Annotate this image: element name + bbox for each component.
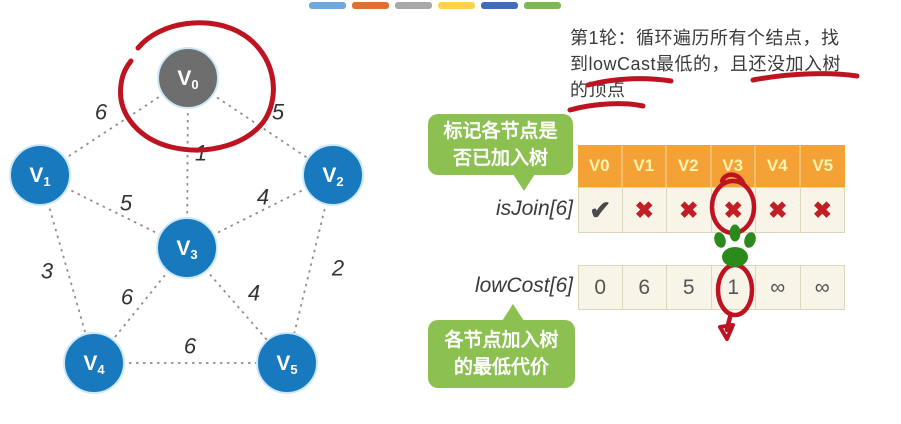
- lowcost-cell-v0: 0: [578, 265, 623, 310]
- top-bars: [309, 2, 561, 9]
- header-cell-v0: V0: [578, 145, 623, 187]
- edge-weight-label: 6: [121, 285, 134, 310]
- graph-edge: [286, 174, 334, 364]
- color-bar: [395, 2, 432, 9]
- isjoin-table-row: ✔✖✖✖✖✖: [578, 187, 845, 233]
- lowcost-cell-v5: ∞: [800, 265, 845, 310]
- callout-isjoin-line-1: 标记各节点是: [443, 120, 558, 142]
- lowcost-cell-v2: 5: [667, 265, 712, 310]
- red-circle-lowcost-tail: [724, 311, 734, 333]
- graph-node-v4: [63, 332, 125, 394]
- graph-node-label-v2: V2: [322, 164, 343, 189]
- graph-node-v2: [302, 144, 364, 206]
- graph-node-v5: [256, 332, 318, 394]
- header-cell-v4: V4: [756, 145, 801, 187]
- edge-weight-label: 5: [272, 100, 285, 125]
- color-bar: [309, 2, 346, 9]
- edge-weight-label: 1: [195, 141, 207, 166]
- isjoin-cell-v2: ✖: [667, 187, 712, 233]
- lowcost-cell-v4: ∞: [756, 265, 801, 310]
- note-text: 第1轮：循环遍历所有个结点，找 到lowCast最低的，且还没加入树 的顶点: [570, 25, 880, 103]
- graph-node-label-v1: V1: [29, 164, 50, 189]
- edge-weight-label: 4: [257, 185, 269, 210]
- color-bar: [524, 2, 561, 9]
- callout-isjoin: 标记各节点是 否已加入树: [428, 114, 573, 191]
- isjoin-array-label: isJoin[6]: [495, 197, 573, 220]
- color-bar: [352, 2, 389, 9]
- callout-tail-icon: [502, 304, 524, 321]
- isjoin-cell-v3: ✖: [711, 187, 756, 233]
- graph-node-v1: [9, 144, 71, 206]
- lowcost-cell-v3: 1: [711, 265, 756, 310]
- callout-lowcost: 各节点加入树 的最低代价: [428, 304, 575, 388]
- graph-edge: [39, 174, 95, 364]
- edge-weight-label: 6: [95, 100, 108, 125]
- edge-weight-label: 2: [331, 256, 344, 281]
- callout-lowcost-line-1: 各节点加入树: [444, 330, 559, 351]
- graph-node-label-v5: V5: [276, 352, 297, 377]
- header-cell-v1: V1: [622, 145, 667, 187]
- header-cell-v5: V5: [800, 145, 845, 187]
- isjoin-cell-v5: ✖: [800, 187, 845, 233]
- isjoin-cell-v0: ✔: [578, 187, 623, 233]
- isjoin-cell-v1: ✖: [622, 187, 667, 233]
- header-cell-v2: V2: [667, 145, 712, 187]
- color-bar: [438, 2, 475, 9]
- red-underline-vertex: [567, 101, 646, 113]
- edge-weight-label: 3: [41, 259, 54, 284]
- isjoin-cell-v4: ✖: [756, 187, 801, 233]
- callout-lowcost-line-2: 的最低代价: [453, 357, 549, 378]
- note-line-2: 到lowCast最低的，且还没加入树: [570, 54, 842, 74]
- graph-node-v3: [156, 217, 218, 279]
- lowcost-cell-v1: 6: [622, 265, 667, 310]
- edge-weight-label: 6: [184, 334, 197, 359]
- edge-weight-label: 4: [248, 281, 260, 306]
- header-cell-v3: V3: [711, 145, 756, 187]
- graph-node-label-v3: V3: [176, 237, 197, 262]
- lowcost-array-label: lowCost[6]: [474, 274, 573, 297]
- callout-tail-icon: [513, 174, 535, 191]
- graph-node-label-v4: V4: [83, 352, 105, 377]
- note-line-1: 第1轮：循环遍历所有个结点，找: [570, 28, 840, 48]
- edge-weight-label: 5: [120, 191, 133, 216]
- note-line-3: 的顶点: [570, 80, 626, 100]
- callout-isjoin-line-2: 否已加入树: [452, 147, 548, 169]
- red-arrowhead-icon: [718, 323, 735, 341]
- color-bar: [481, 2, 518, 9]
